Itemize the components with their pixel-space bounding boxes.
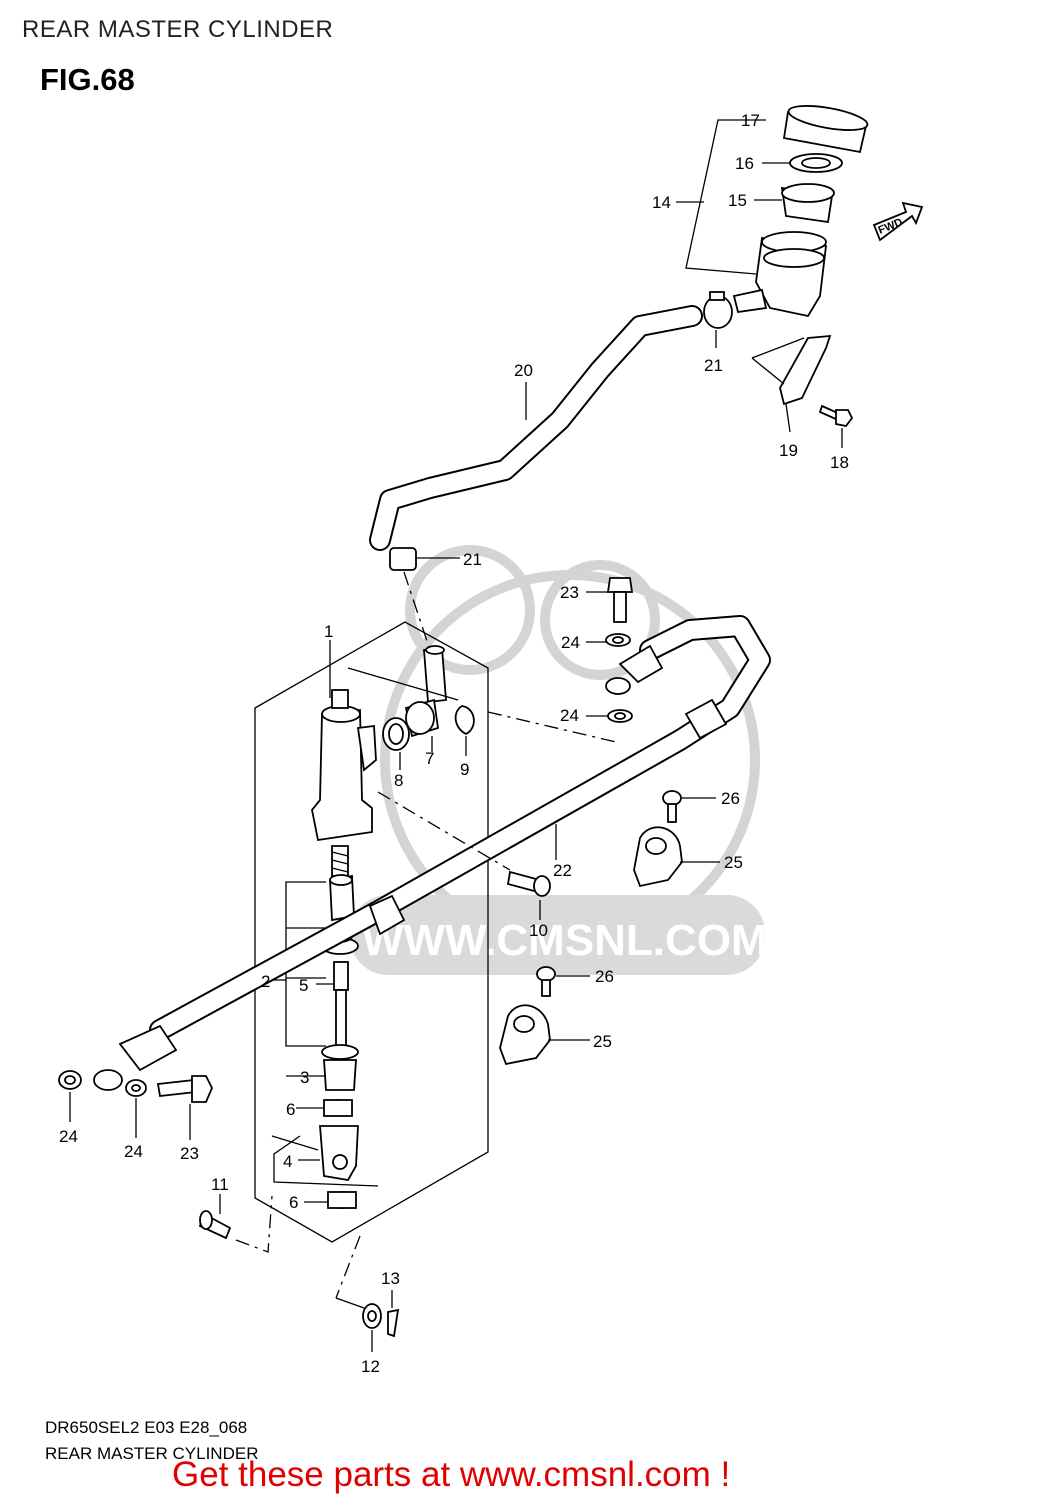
hose-fitting-upper <box>605 644 664 695</box>
piston <box>329 874 355 922</box>
label-part-4: 4 <box>283 1152 292 1171</box>
washer-24-b <box>607 709 633 723</box>
clevis-pin-11 <box>198 1210 232 1240</box>
label-part-24-d: 24 <box>124 1142 143 1161</box>
label-part-7: 7 <box>425 749 434 768</box>
inlet-connector <box>423 645 447 703</box>
label-part-25-upper: 25 <box>724 853 743 872</box>
oring-8 <box>382 717 410 751</box>
hose-clamp-21-top <box>703 291 733 329</box>
label-part-17: 17 <box>741 111 760 130</box>
bolt-10 <box>506 870 551 897</box>
label-part-6-lower: 6 <box>289 1193 298 1212</box>
hose-fitting-lower <box>93 894 406 1091</box>
clamp-25-lower <box>499 1004 551 1066</box>
label-part-15: 15 <box>728 191 747 210</box>
label-part-22: 22 <box>553 861 572 880</box>
clamp-25-upper <box>633 826 683 888</box>
washer-24-a <box>605 633 631 647</box>
label-part-2: 2 <box>261 972 270 991</box>
bolt-18 <box>818 404 854 427</box>
reservoir-body <box>732 231 828 318</box>
hose-sleeve <box>684 698 728 740</box>
diagram-code: DR650SEL2 E03 E28_068 <box>45 1418 248 1437</box>
banjo-bolt-23-upper <box>606 577 634 623</box>
label-part-11: 11 <box>211 1175 229 1194</box>
label-part-6-upper: 6 <box>286 1100 295 1119</box>
clevis-4 <box>319 1125 359 1181</box>
label-part-25-lower: 25 <box>593 1032 612 1051</box>
pushrod-5 <box>333 961 349 1053</box>
label-part-16: 16 <box>735 154 754 173</box>
label-part-26-lower: 26 <box>595 967 614 986</box>
label-part-10: 10 <box>529 921 548 940</box>
nut-6-lower <box>327 1191 357 1209</box>
diagram-caption: REAR MASTER CYLINDER <box>45 1444 259 1463</box>
diaphragm-15 <box>780 183 835 224</box>
diaphragm-plate-16 <box>789 153 843 173</box>
label-part-23-upper: 23 <box>560 583 579 602</box>
label-part-26-upper: 26 <box>721 789 740 808</box>
spring <box>331 845 349 877</box>
cotter-pin-13 <box>387 1308 400 1338</box>
label-part-21-top: 21 <box>704 356 723 375</box>
label-part-13: 13 <box>381 1269 400 1288</box>
master-cylinder-body <box>311 689 377 842</box>
label-part-24-b: 24 <box>560 706 579 725</box>
snap-ring-3 <box>321 1044 359 1091</box>
washer-12 <box>362 1303 382 1329</box>
label-part-19: 19 <box>779 441 798 460</box>
fwd-arrow-icon: FWD <box>872 201 924 242</box>
connector-7 <box>404 698 439 738</box>
label-part-24-a: 24 <box>561 633 580 652</box>
banjo-bolt-23-lower <box>156 1075 213 1103</box>
label-part-9: 9 <box>460 760 469 779</box>
label-part-1: 1 <box>324 622 333 641</box>
screw-26-upper <box>662 790 682 823</box>
hose-clamp-21-lower <box>389 547 417 571</box>
washer-24-c <box>58 1070 82 1090</box>
watermark-text: WWW.CMSNL.COM <box>362 916 768 965</box>
circlip-9 <box>454 705 475 736</box>
label-part-21-lower: 21 <box>463 550 482 569</box>
label-part-18: 18 <box>830 453 849 472</box>
label-part-24-c: 24 <box>59 1127 78 1146</box>
label-part-3: 3 <box>300 1068 309 1087</box>
washer-24-d <box>125 1079 147 1097</box>
reservoir-cap-17 <box>782 105 869 154</box>
label-part-12: 12 <box>361 1357 380 1376</box>
fwd-label: FWD <box>877 216 905 237</box>
figure-number: FIG.68 <box>40 62 135 97</box>
reservoir-hose-20 <box>369 305 703 551</box>
label-part-14: 14 <box>652 193 671 212</box>
page-title: REAR MASTER CYLINDER <box>22 16 334 43</box>
screw-26-lower <box>536 966 556 997</box>
label-part-23-lower: 23 <box>180 1144 199 1163</box>
cta-link[interactable]: Get these parts at www.cmsnl.com ! <box>172 1455 731 1494</box>
label-part-20: 20 <box>514 361 533 380</box>
nut-6-upper <box>323 1099 353 1117</box>
watermark-logo: WWW.CMSNL.COM <box>350 545 768 975</box>
label-part-5: 5 <box>299 976 308 995</box>
label-part-8: 8 <box>394 771 403 790</box>
